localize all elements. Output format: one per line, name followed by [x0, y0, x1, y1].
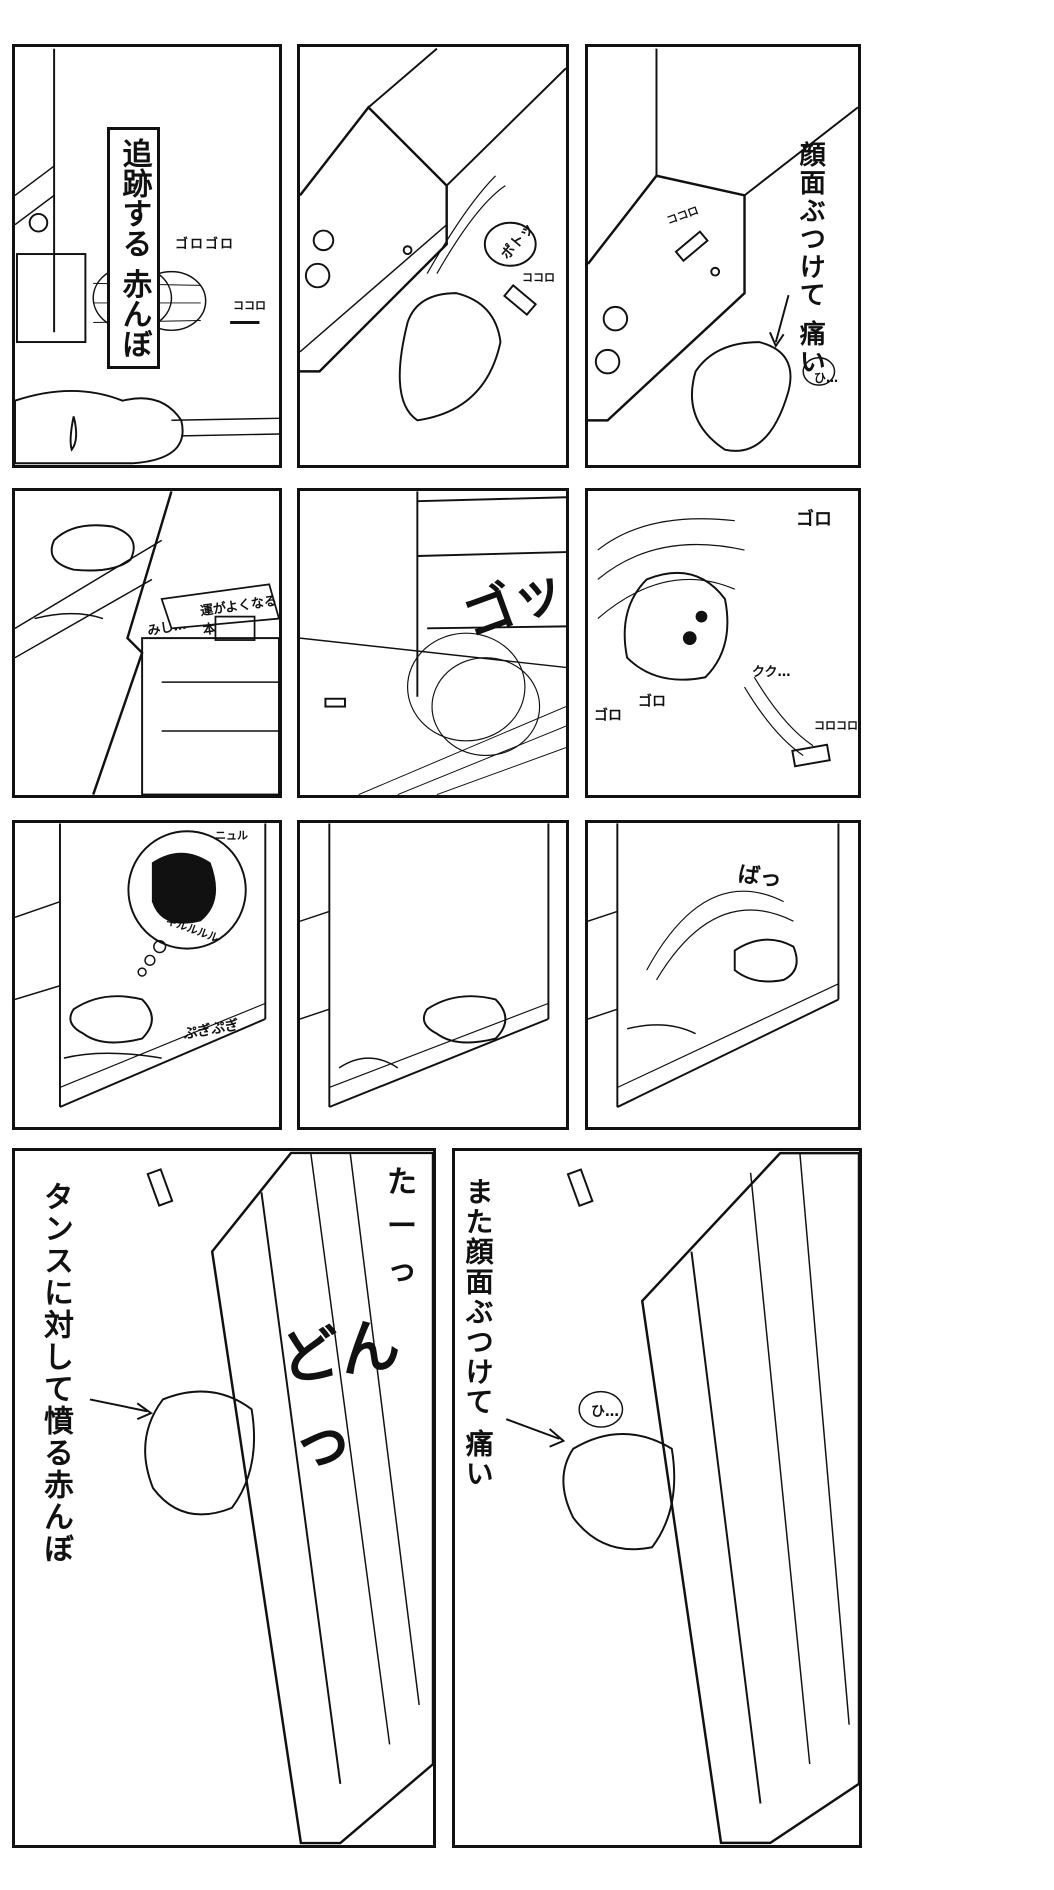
sfx-koro: ココロ — [233, 299, 266, 312]
sfx-koro: コロコロ — [814, 719, 858, 732]
caption-text: また顔面ぶつけて 痛い — [461, 1177, 495, 1489]
panel-r1-c2-art — [300, 47, 566, 422]
sfx-nuru: ニュル — [215, 829, 248, 842]
caption-line1: 顔面ぶつけて — [795, 141, 826, 309]
panel-r2-c3-art — [597, 518, 831, 768]
caption-line2: 痛い — [795, 320, 826, 377]
panel-r2-c2-art — [300, 491, 566, 795]
caption-line2: 痛い — [461, 1428, 495, 1489]
sfx-goro2: ゴロ — [638, 694, 666, 710]
panel-r2-c3: ゴロ ゴロ ゴロ クク… コロコロ — [585, 488, 861, 798]
panel-r2-c1-art — [15, 491, 279, 795]
panel-r1-c3-art — [588, 48, 858, 452]
panel-r3-c2 — [297, 820, 569, 1130]
panel-r3-c1: ニュル ギルルルル ぷぎぷぎ — [12, 820, 282, 1130]
speech-bubble: ひ… — [814, 371, 839, 385]
panel-r4-c2-art — [505, 1151, 859, 1845]
panel-r3-c2-art — [300, 823, 550, 1108]
panel-r1-c3: 顔面ぶつけて 痛い ココロ ひ… — [585, 44, 861, 468]
sfx-goro1: ゴロ — [796, 509, 832, 530]
caption-box: 追跡する 赤んぼ — [107, 127, 160, 370]
sfx-taa: たーっ — [387, 1165, 419, 1288]
sfx-don: どんっ — [275, 1309, 405, 1482]
sfx-goro: ゴロゴロ — [175, 237, 236, 252]
caption-line1: また顔面ぶつけて — [461, 1177, 495, 1417]
sfx-koro: ココロ — [522, 271, 555, 284]
speech-bubble: ひ… — [591, 1404, 619, 1420]
sfx-goro3: ゴロ — [594, 708, 622, 724]
panel-r2-c1: 運がよくなる本 みし… — [12, 488, 282, 798]
panel-r3-c1-art — [15, 823, 267, 1108]
sfx-ba: ばっ — [736, 862, 784, 893]
panel-r3-c3: ばっ — [585, 820, 861, 1130]
panel-r4-c1-art — [89, 1151, 433, 1845]
caption-text: タンスに対して憤る赤んぼ — [38, 1181, 73, 1565]
panel-r2-c2: ゴッ — [297, 488, 569, 798]
panel-r3-c3-art — [588, 823, 840, 1108]
panel-r4-c2: また顔面ぶつけて 痛い ひ… — [452, 1148, 862, 1848]
panel-r4-c1: タンスに対して憤る赤んぼ たーっ どんっ — [12, 1148, 436, 1848]
caption-line1: 追跡する — [116, 138, 152, 258]
panel-r1-c2: ポトッ ココロ — [297, 44, 569, 468]
caption-text: 顔面ぶつけて 痛い — [794, 141, 825, 376]
panel-r1-c1: 追跡する 赤んぼ ゴロゴロ ココロ — [12, 44, 282, 468]
sfx-kuku: クク… — [752, 665, 791, 680]
caption-line2: 赤んぼ — [116, 268, 152, 359]
